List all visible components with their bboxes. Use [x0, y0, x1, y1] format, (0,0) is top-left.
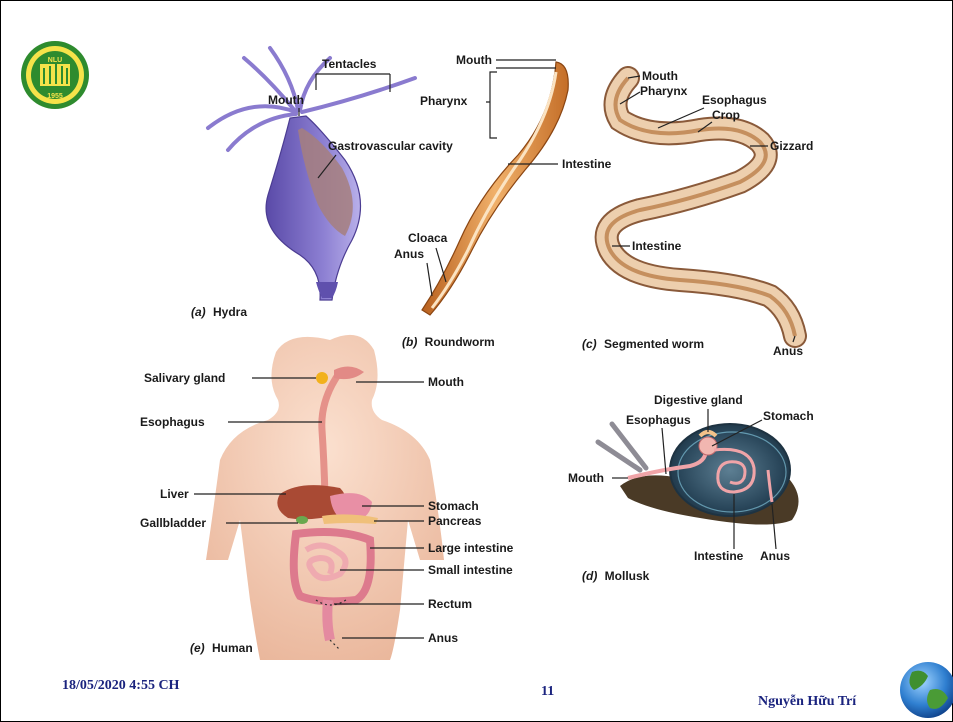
- mollusk-label-intestine: Intestine: [694, 549, 744, 563]
- segmented-label-esophagus: Esophagus: [702, 93, 767, 107]
- mollusk-label-mouth: Mouth: [568, 471, 604, 485]
- mollusk-panel: Digestive gland Esophagus Stomach Mouth …: [568, 393, 814, 583]
- mollusk-shell: [670, 424, 790, 516]
- roundworm-label-intestine: Intestine: [562, 157, 612, 171]
- mollusk-label-anus: Anus: [760, 549, 790, 563]
- university-logo: NLU 1955: [21, 41, 89, 109]
- mollusk-caption: (d) Mollusk: [582, 569, 650, 583]
- hydra-label-cavity: Gastrovascular cavity: [328, 139, 453, 153]
- roundworm-label-anus: Anus: [394, 247, 424, 261]
- roundworm-label-pharynx: Pharynx: [420, 94, 468, 108]
- slide-author: Nguyễn Hữu Trí: [758, 694, 856, 710]
- hydra-caption: (a) Hydra: [191, 305, 247, 319]
- human-rectum: [327, 600, 330, 640]
- human-panel: Salivary gland Mouth Esophagus Liver Sto…: [140, 335, 514, 660]
- roundworm-caption: (b) Roundworm: [402, 335, 495, 349]
- mollusk-label-digestive-gland: Digestive gland: [654, 393, 743, 407]
- roundworm-label-cloaca: Cloaca: [408, 231, 448, 245]
- human-label-anus: Anus: [428, 631, 458, 645]
- human-label-salivary: Salivary gland: [144, 371, 225, 385]
- segmented-label-gizzard: Gizzard: [770, 139, 813, 153]
- human-label-small-intestine: Small intestine: [428, 563, 513, 577]
- hydra-label-tentacles: Tentacles: [322, 57, 377, 71]
- human-label-pancreas: Pancreas: [428, 514, 482, 528]
- human-salivary-gland: [316, 372, 328, 384]
- human-label-large-intestine: Large intestine: [428, 541, 514, 555]
- human-label-rectum: Rectum: [428, 597, 472, 611]
- mollusk-label-esophagus: Esophagus: [626, 413, 691, 427]
- mollusk-label-stomach: Stomach: [763, 409, 814, 423]
- hydra-panel: Tentacles Mouth Gastrovascular cavity (a…: [191, 48, 453, 319]
- segmented-worm-panel: Mouth Pharynx Esophagus Crop Gizzard Int…: [582, 69, 813, 358]
- human-label-stomach: Stomach: [428, 499, 479, 513]
- human-label-liver: Liver: [160, 487, 189, 501]
- globe-icon: [900, 662, 953, 718]
- hydra-label-mouth: Mouth: [268, 93, 304, 107]
- mollusk-stomach: [699, 437, 717, 455]
- roundworm-label-mouth: Mouth: [456, 53, 492, 67]
- slide-date: 18/05/2020 4:55 CH: [62, 678, 179, 694]
- human-label-esophagus: Esophagus: [140, 415, 205, 429]
- human-label-mouth: Mouth: [428, 375, 464, 389]
- logo-year: 1955: [47, 93, 63, 100]
- segmented-label-pharynx: Pharynx: [640, 84, 688, 98]
- logo-center-text: NLU: [48, 57, 62, 64]
- segmented-label-intestine: Intestine: [632, 239, 682, 253]
- slide-page-number: 11: [541, 684, 554, 700]
- segmented-label-anus: Anus: [773, 344, 803, 358]
- human-label-gallbladder: Gallbladder: [140, 516, 206, 530]
- segmented-label-crop: Crop: [712, 108, 740, 122]
- roundworm-panel: Mouth Pharynx Intestine Cloaca Anus (b) …: [394, 53, 612, 349]
- segmented-label-mouth: Mouth: [642, 69, 678, 83]
- segmented-caption: (c) Segmented worm: [582, 337, 704, 351]
- human-caption: (e) Human: [190, 641, 253, 655]
